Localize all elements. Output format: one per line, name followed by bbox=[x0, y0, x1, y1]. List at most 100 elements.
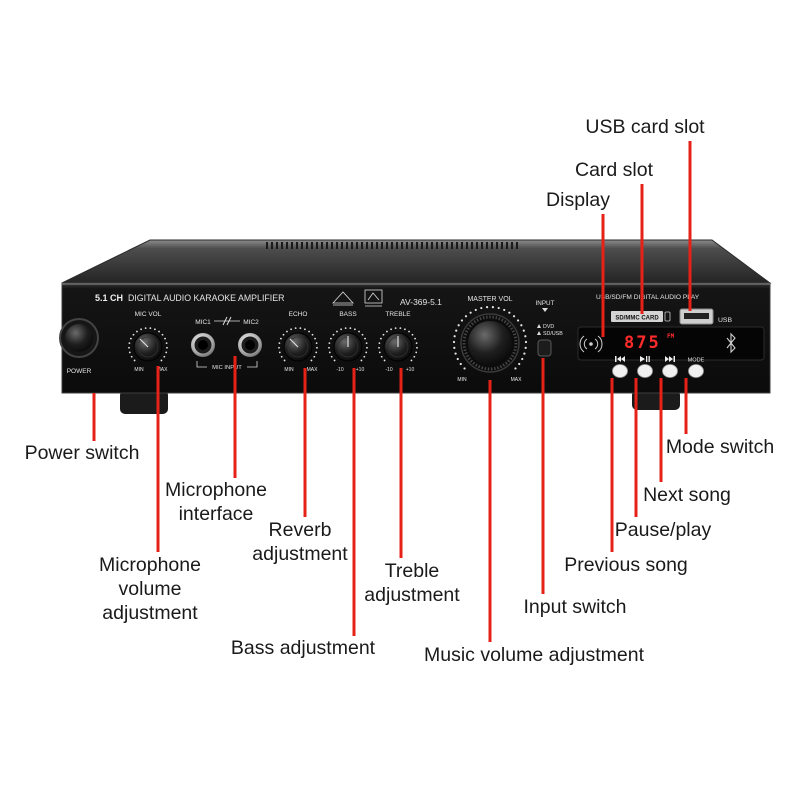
vent-slot bbox=[446, 242, 448, 249]
knob-scale-dot bbox=[282, 333, 285, 336]
minus-ten-label: -10 bbox=[336, 367, 343, 373]
knob-scale-dot bbox=[485, 306, 489, 309]
knob-scale-dot bbox=[520, 324, 523, 327]
annotation-microphone-interface: Microphone interface bbox=[165, 478, 267, 526]
annotation-line: Power switch bbox=[24, 442, 140, 464]
karaoke-logo bbox=[364, 289, 383, 307]
knob-scale-dot bbox=[336, 330, 338, 333]
vent-slot bbox=[321, 242, 323, 249]
knob-scale-dot bbox=[328, 346, 330, 349]
mic1-jack bbox=[191, 333, 215, 357]
echo-knob bbox=[278, 327, 318, 362]
annotation-music-volume: Music volume adjustment bbox=[424, 643, 644, 667]
triangle-icon bbox=[537, 331, 541, 335]
input-label: INPUT bbox=[536, 300, 555, 307]
annotation-mode-switch: Mode switch bbox=[666, 435, 774, 459]
knob-scale-dot bbox=[294, 327, 297, 330]
knob-scale-dot bbox=[453, 346, 456, 349]
triangle-icon bbox=[537, 324, 541, 328]
vent-slot bbox=[461, 242, 463, 249]
mic-volume-knob bbox=[128, 327, 168, 362]
knob-scale-dot bbox=[283, 359, 286, 362]
knob-scale-dot bbox=[290, 328, 292, 331]
knob-scale-dot bbox=[521, 357, 524, 361]
annotation-line: Input switch bbox=[523, 596, 627, 618]
digital-logo bbox=[332, 291, 354, 306]
max-label: MAX bbox=[157, 367, 169, 373]
leader-lines bbox=[92, 141, 692, 642]
annotation-line: USB card slot bbox=[585, 116, 705, 138]
knob-scale-dot bbox=[380, 355, 383, 358]
vent-slot bbox=[476, 242, 478, 249]
knob-scale-dot bbox=[286, 330, 288, 333]
channel-label: 5.1 CH bbox=[95, 293, 123, 303]
knob-scale-dot bbox=[136, 330, 138, 333]
previous-button bbox=[612, 364, 628, 378]
vent-slot bbox=[341, 242, 343, 249]
knob-scale-dot bbox=[315, 342, 318, 344]
vent-slot bbox=[356, 242, 358, 249]
annotation-line: interface bbox=[178, 503, 254, 525]
vent-slot bbox=[381, 242, 383, 249]
vent-slot bbox=[406, 242, 408, 249]
annotation-input-switch: Input switch bbox=[524, 595, 627, 619]
vent-slot bbox=[281, 242, 283, 249]
knob-scale-dot bbox=[130, 337, 132, 340]
knob-scale-dot bbox=[378, 346, 380, 349]
bluetooth-icon bbox=[726, 332, 736, 354]
knob-scale-dot bbox=[133, 359, 136, 362]
knob-scale-dot bbox=[308, 330, 310, 333]
vent-slot bbox=[511, 242, 513, 249]
knob-scale-dot bbox=[278, 342, 281, 344]
previous-icon bbox=[615, 356, 625, 362]
knob-scale-dot bbox=[128, 342, 131, 344]
knob-scale-dot bbox=[164, 337, 166, 340]
annotation-line: Pause/play bbox=[614, 519, 712, 541]
next-icon bbox=[665, 356, 675, 362]
annotation-reverb: Reverb adjustment bbox=[252, 518, 347, 566]
mic-link-line bbox=[214, 316, 240, 326]
annotation-line: adjustment bbox=[102, 602, 198, 624]
annotation-line: Treble bbox=[384, 560, 440, 582]
knob-scale-dot bbox=[524, 335, 527, 338]
card-slot: SD/MMC CARD bbox=[611, 311, 671, 322]
vent-slot bbox=[386, 242, 388, 249]
annotation-line: volume bbox=[118, 578, 182, 600]
annotation-line: Previous song bbox=[564, 554, 688, 576]
vent-slot bbox=[426, 242, 428, 249]
knob-scale-dot bbox=[404, 328, 406, 331]
mode-button bbox=[688, 364, 704, 378]
min-label: MIN bbox=[284, 367, 294, 373]
annotation-display: Display bbox=[546, 188, 610, 212]
input-dvd-label: DVD bbox=[543, 324, 554, 330]
ventilation-slots bbox=[266, 242, 518, 249]
knob-scale-dot bbox=[144, 327, 147, 330]
annotation-line: adjustment bbox=[364, 584, 460, 606]
vent-slot bbox=[441, 242, 443, 249]
knob-scale-dot bbox=[463, 367, 466, 370]
display: 875 FM bbox=[577, 326, 765, 361]
knob-scale-dot bbox=[149, 327, 152, 330]
vent-slot bbox=[456, 242, 458, 249]
power-label: POWER bbox=[67, 368, 92, 375]
vent-slot bbox=[366, 242, 368, 249]
vent-slot bbox=[496, 242, 498, 249]
mode-label: MODE bbox=[688, 358, 705, 364]
knob-scale-dot bbox=[522, 329, 525, 332]
usb-label: USB bbox=[718, 317, 732, 324]
knob-scale-dot bbox=[469, 311, 472, 314]
knob-scale-dot bbox=[333, 359, 336, 362]
annotation-treble: Treble adjustment bbox=[364, 559, 459, 607]
annotation-line: Mode switch bbox=[665, 436, 775, 458]
vent-slot bbox=[516, 242, 518, 249]
vent-slot bbox=[396, 242, 398, 249]
knob-scale-dot bbox=[315, 351, 318, 354]
display-band: FM bbox=[667, 333, 675, 340]
mic-vol-label: MIC VOL bbox=[135, 311, 162, 318]
knob-scale-dot bbox=[508, 311, 511, 314]
annotation-line: Bass adjustment bbox=[230, 637, 376, 659]
vent-slot bbox=[466, 242, 468, 249]
vent-slot bbox=[311, 242, 313, 249]
knob-scale-dot bbox=[413, 355, 416, 358]
